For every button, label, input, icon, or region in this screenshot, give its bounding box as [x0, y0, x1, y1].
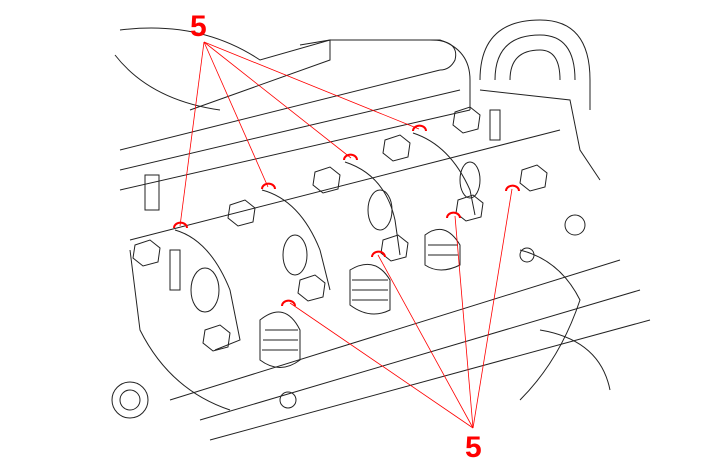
- leader-line: [454, 215, 474, 429]
- leader-line: [472, 188, 513, 429]
- leader-line: [203, 41, 352, 159]
- bolts: [132, 106, 586, 409]
- rocker-arms: [174, 132, 481, 368]
- leader-line: [203, 41, 269, 188]
- adjusting-screw-markers: [173, 124, 520, 307]
- leader-line: [203, 41, 420, 130]
- callout-leaders: [179, 41, 513, 429]
- callout-label-top: 5: [190, 10, 207, 43]
- leader-line: [179, 41, 205, 227]
- callout-label-bottom: 5: [465, 431, 482, 464]
- leader-line: [377, 254, 474, 429]
- cylinder-head-outline: [111, 19, 651, 441]
- leader-line: [289, 302, 474, 429]
